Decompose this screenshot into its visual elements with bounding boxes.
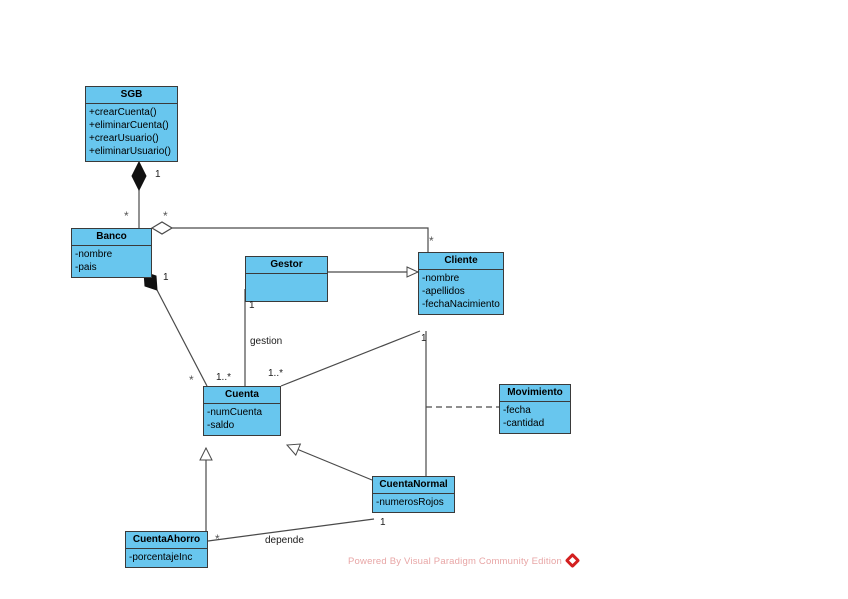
operation-item: +crearUsuario()	[89, 133, 159, 144]
class-name-cuentanormal: CuentaNormal	[373, 477, 454, 494]
class-name-cliente: Cliente	[419, 253, 503, 270]
watermark-text: Powered By Visual Paradigm Community Edi…	[348, 556, 563, 567]
class-attributes-movimiento: -fecha -cantidad	[500, 402, 570, 433]
attribute-item: -cantidad	[503, 418, 545, 429]
edge-cuenta-cliente	[280, 330, 421, 387]
label-banco-cliente-star-right: *	[429, 234, 434, 248]
class-attributes-cuentaahorro: -porcentajeInc	[126, 549, 207, 567]
edge-cuentanormal-generalization	[285, 443, 373, 481]
class-box-cuentanormal[interactable]: CuentaNormal -numerosRojos	[372, 476, 455, 513]
edge-depende	[207, 518, 375, 542]
label-gestor-one: 1	[249, 300, 255, 311]
attribute-item: -nombre	[75, 249, 113, 260]
label-cuentanormal-one: 1	[380, 517, 386, 528]
class-box-banco[interactable]: Banco -nombre -pais	[71, 228, 152, 278]
class-box-cuentaahorro[interactable]: CuentaAhorro -porcentajeInc	[125, 531, 208, 568]
class-name-cuentaahorro: CuentaAhorro	[126, 532, 207, 549]
class-name-movimiento: Movimiento	[500, 385, 570, 402]
label-gestion: gestion	[250, 336, 283, 347]
class-name-sgb: SGB	[86, 87, 177, 104]
class-attributes-cliente: -nombre -apellidos -fechaNacimiento	[419, 270, 503, 314]
attribute-item: -numerosRojos	[376, 497, 444, 508]
class-box-gestor[interactable]: Gestor	[245, 256, 328, 302]
label-sgb-banco-one: 1	[155, 169, 161, 180]
attribute-item: -nombre	[422, 273, 460, 284]
vp-diamond-icon	[564, 552, 581, 569]
edge-banco-cuenta	[143, 271, 208, 387]
label-banco-cuenta-star: *	[189, 373, 194, 387]
label-banco-cliente-star-left: *	[163, 209, 168, 223]
attribute-item: -fechaNacimiento	[422, 299, 500, 310]
class-name-gestor: Gestor	[246, 257, 327, 274]
watermark: Powered By Visual Paradigm Community Edi…	[348, 552, 581, 569]
label-cliente-cuenta-multiplicity: 1..*	[268, 368, 284, 379]
attribute-item: -fecha	[503, 405, 531, 416]
label-banco-cuenta-multiplicity: 1..*	[216, 372, 232, 383]
class-attributes-cuentanormal: -numerosRojos	[373, 494, 454, 512]
class-box-sgb[interactable]: SGB +crearCuenta() +eliminarCuenta() +cr…	[85, 86, 178, 162]
edge-banco-cliente	[150, 221, 429, 252]
class-box-cuenta[interactable]: Cuenta -numCuenta -saldo	[203, 386, 281, 436]
attribute-item: -saldo	[207, 420, 235, 431]
class-attributes-banco: -nombre -pais	[72, 246, 151, 277]
operation-item: +eliminarUsuario()	[89, 146, 171, 157]
attribute-item: -numCuenta	[207, 407, 263, 418]
attribute-item: -apellidos	[422, 286, 465, 297]
class-operations-sgb: +crearCuenta() +eliminarCuenta() +crearU…	[86, 104, 177, 161]
class-name-cuenta: Cuenta	[204, 387, 280, 404]
label-depende: depende	[265, 535, 304, 546]
class-name-banco: Banco	[72, 229, 151, 246]
label-cliente-bottom-one: 1	[421, 333, 427, 344]
class-attributes-cuenta: -numCuenta -saldo	[204, 404, 280, 435]
class-box-movimiento[interactable]: Movimiento -fecha -cantidad	[499, 384, 571, 434]
class-box-cliente[interactable]: Cliente -nombre -apellidos -fechaNacimie…	[418, 252, 504, 315]
attribute-item: -porcentajeInc	[129, 552, 193, 563]
attribute-item: -pais	[75, 262, 97, 273]
label-cuentaahorro-star: *	[215, 532, 220, 546]
label-sgb-banco-star: *	[124, 209, 129, 223]
operation-item: +eliminarCuenta()	[89, 120, 169, 131]
label-banco-cuenta-one: 1	[163, 272, 169, 283]
class-attributes-gestor	[246, 274, 327, 301]
edge-sgb-banco	[131, 160, 147, 228]
operation-item: +crearCuenta()	[89, 107, 157, 118]
